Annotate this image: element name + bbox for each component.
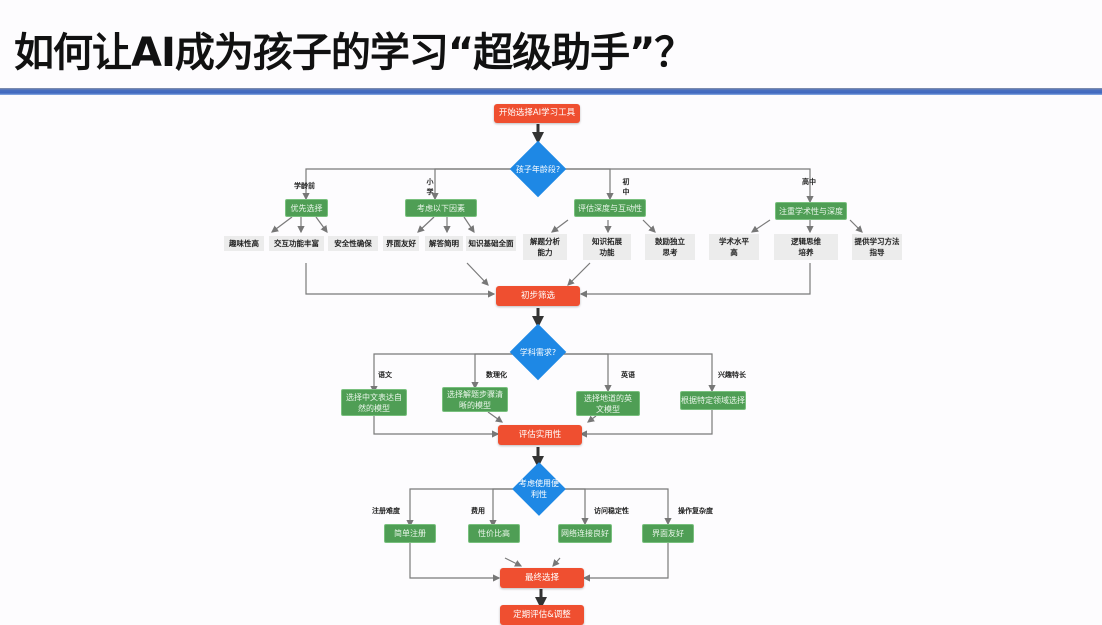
flow-edge xyxy=(315,216,328,233)
flow-edge xyxy=(556,353,716,393)
edge-label-chinese: 语文 xyxy=(378,371,392,379)
edge-label-english: 英语 xyxy=(621,371,635,379)
action-senior: 注重学术性与深度 xyxy=(775,202,847,220)
flow-edge xyxy=(563,488,672,526)
edge-age-to-senior xyxy=(556,168,814,204)
flow-edge xyxy=(642,219,656,233)
review-node: 定期评估&调整 xyxy=(500,605,584,625)
leaf-junior-2: 知识拓展功能 xyxy=(583,234,631,260)
action-math: 选择解题步骤清晰的模型 xyxy=(442,387,508,412)
edge-label-senior: 高中 xyxy=(802,178,816,186)
edge-label-stability: 访问稳定性 xyxy=(594,507,629,515)
edge-label-math: 数理化 xyxy=(486,371,507,379)
flow-edge xyxy=(587,415,597,423)
leaf-primary-1: 界面友好 xyxy=(383,236,419,251)
edge-label-registration: 注册难度 xyxy=(372,507,400,515)
action-cost: 性价比高 xyxy=(468,524,520,543)
flow-edge xyxy=(579,410,713,438)
flow-edge xyxy=(567,262,591,286)
leaf-junior-1: 解题分析能力 xyxy=(523,234,567,260)
start-node: 开始选择AI学习工具 xyxy=(494,104,580,123)
action-interest: 根据特定领域选择 xyxy=(680,391,746,410)
edge-label-interest: 兴趣特长 xyxy=(718,371,746,379)
flow-edge xyxy=(417,216,435,233)
flow-edge xyxy=(406,488,513,528)
flow-edge xyxy=(409,542,501,582)
flow-edge xyxy=(551,219,569,233)
edge-label-complexity: 操作复杂度 xyxy=(678,507,713,515)
flow-edge xyxy=(463,216,475,233)
leaf-primary-2: 解答简明 xyxy=(425,236,463,251)
edge-preschool-merge xyxy=(305,263,496,298)
action-junior: 评估深度与互动性 xyxy=(574,199,646,217)
edge-label-preschool: 学龄前 xyxy=(294,182,315,190)
action-primary: 考虑以下因素 xyxy=(405,199,477,217)
title-underline-bar xyxy=(0,88,1102,95)
flow-edge xyxy=(466,262,489,286)
decision-age-label: 孩子年龄段? xyxy=(515,164,561,174)
final-choice-node: 最终选择 xyxy=(500,568,584,588)
leaf-senior-2: 逻辑思维培养 xyxy=(774,234,838,260)
leaf-primary-3: 知识基础全面 xyxy=(466,236,516,251)
flow-edge xyxy=(489,488,513,528)
flow-edge xyxy=(271,216,293,233)
action-stability: 网络连接良好 xyxy=(558,524,612,543)
flow-edge xyxy=(849,219,863,233)
flow-edge xyxy=(370,353,520,394)
leaf-senior-3: 提供学习方法指导 xyxy=(852,234,902,260)
action-chinese: 选择中文表达自然的模型 xyxy=(341,389,407,416)
flow-edge xyxy=(487,411,503,423)
flow-edge xyxy=(373,416,500,438)
edge-senior-merge xyxy=(579,263,811,298)
decision-subject-label: 学科需求? xyxy=(519,347,557,357)
flow-edge xyxy=(504,557,523,567)
evaluate-node: 评估实用性 xyxy=(498,425,582,445)
leaf-preschool-3: 安全性确保 xyxy=(328,236,378,251)
slide-title: 如何让AI成为孩子的学习“超级助手”？ xyxy=(14,30,694,76)
flow-edge xyxy=(471,353,520,390)
edge-age-to-primary xyxy=(431,168,520,201)
decision-convenience-label: 考虑使用便利性 xyxy=(519,479,559,499)
edge-label-junior: 初中 xyxy=(622,178,630,196)
flow-edge xyxy=(563,488,589,526)
action-english: 选择地道的英文模型 xyxy=(576,391,640,416)
action-complexity: 界面友好 xyxy=(642,524,694,543)
flow-edge xyxy=(751,219,771,233)
action-preschool: 优先选择 xyxy=(285,199,328,217)
flow-edge xyxy=(552,557,561,567)
leaf-preschool-2: 交互功能丰富 xyxy=(269,236,324,251)
leaf-junior-3: 鼓励独立思考 xyxy=(645,234,695,260)
screen-node: 初步筛选 xyxy=(496,286,580,306)
leaf-preschool-1: 趣味性高 xyxy=(224,236,264,251)
edge-age-to-preschool xyxy=(302,168,520,201)
edge-label-cost: 费用 xyxy=(471,507,485,515)
action-registration: 简单注册 xyxy=(384,524,436,543)
leaf-senior-1: 学术水平高 xyxy=(709,234,759,260)
flow-edge xyxy=(582,542,669,582)
edge-label-primary: 小学 xyxy=(426,178,434,196)
